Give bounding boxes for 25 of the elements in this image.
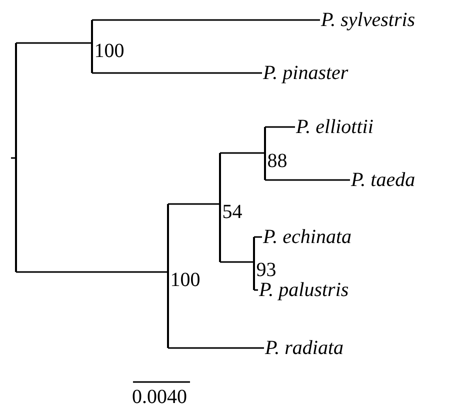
taxon-label: P. radiata (265, 337, 344, 359)
tree-branch (92, 72, 262, 74)
taxon-label: P. echinata (263, 226, 352, 248)
taxon-label: P. palustris (259, 279, 349, 301)
scale-value: 0.0040 (132, 386, 187, 408)
taxon-label: P. sylvestris (321, 9, 416, 31)
tree-branch (254, 236, 262, 238)
taxon-label: P. pinaster (263, 62, 348, 84)
tree-branch (92, 19, 320, 21)
taxon-label: P. elliottii (296, 116, 374, 138)
taxon-label: P. taeda (351, 169, 416, 191)
tree-branch (254, 289, 258, 291)
tree-branch (16, 42, 92, 44)
tree-branch (168, 203, 220, 205)
tree-branch (168, 347, 264, 349)
bootstrap-value: 100 (170, 269, 200, 291)
bootstrap-value: 54 (222, 201, 242, 223)
tree-branch (265, 179, 350, 181)
bootstrap-value: 88 (267, 150, 288, 172)
bootstrap-value: 100 (94, 40, 124, 62)
tree-branch (220, 152, 265, 154)
tree-branch (265, 126, 295, 128)
tree-branch (16, 271, 168, 273)
bootstrap-value: 93 (256, 259, 276, 281)
tree-branch (220, 261, 254, 263)
